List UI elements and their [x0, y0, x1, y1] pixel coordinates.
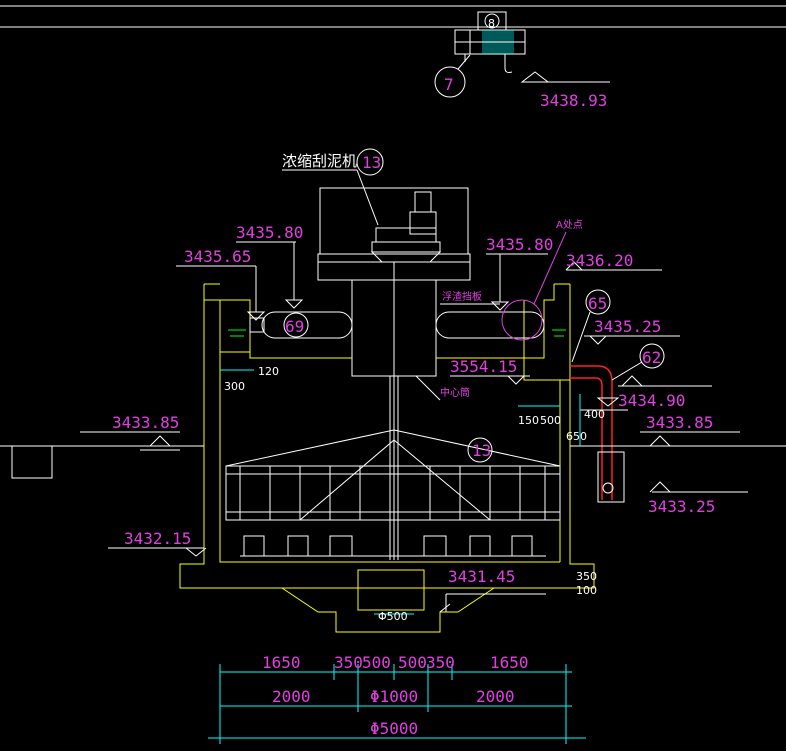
dimension-row-2: 2000 Φ1000 2000 [272, 687, 515, 706]
dim-row2-1: Φ1000 [370, 687, 418, 706]
center-well [351, 262, 437, 560]
elevation-water-right-value: 3435.25 [594, 317, 661, 336]
outlet-pipe [570, 365, 613, 500]
baffle-label: 浮渣挡板 [442, 290, 482, 303]
callout-outlet-number: 65 [588, 294, 607, 313]
dim-650: 650 [566, 430, 587, 443]
elevation-floor[interactable]: 3432.15 [108, 529, 207, 557]
elevation-pipe-level[interactable]: 3434.90 [618, 375, 712, 410]
crane-hook-number: 8 [488, 17, 495, 30]
elevation-top-left-value: 3435.80 [236, 223, 303, 242]
elevation-pit[interactable]: 3431.45 [439, 567, 546, 613]
elevation-ground-right[interactable]: 3433.85 [640, 413, 740, 447]
elevation-top-right[interactable]: 3435.80 [486, 235, 553, 311]
callout-feed-number: 69 [285, 317, 304, 336]
elevation-weir-top-value: 3436.20 [566, 251, 633, 270]
elevation-ground-right-value: 3433.85 [646, 413, 713, 432]
elevation-ground-left-value: 3433.85 [112, 413, 179, 432]
callout-outlet[interactable]: 65 [571, 289, 611, 363]
callout-pipe[interactable]: 62 [611, 343, 665, 381]
callout-rake[interactable]: 13 [467, 437, 493, 463]
dim-total: Φ5000 [370, 719, 418, 738]
dim-row2-0: 2000 [272, 687, 311, 706]
a-point-label: A处点 [556, 219, 583, 231]
pipe-support [580, 397, 628, 503]
dim-100: 100 [576, 584, 597, 597]
elevation-crane-value: 3438.93 [540, 91, 607, 110]
tank-structure [179, 283, 595, 633]
elevation-pipe-bottom[interactable]: 3433.25 [648, 481, 748, 516]
dim-row1-5: 1650 [490, 653, 529, 672]
callout-rake-number: 13 [472, 441, 491, 460]
elevation-crane[interactable]: 3438.93 [520, 71, 610, 110]
elevation-center-bottom-value: 3554.15 [450, 357, 517, 376]
feed-pipe-left [249, 311, 353, 339]
callout-thickener-number: 13 [362, 153, 381, 172]
callout-thickener[interactable]: 13 [282, 148, 384, 226]
dim-500: 500 [540, 414, 561, 427]
water-level-marks [228, 329, 566, 337]
elevation-water-left[interactable]: 3435.65 [176, 247, 266, 321]
ground-left [0, 445, 204, 479]
dim-pit-diameter: Φ500 [378, 610, 408, 623]
dim-row1-2: 500 [362, 653, 391, 672]
crane-hoist[interactable]: 8 [454, 11, 526, 73]
dim-row1-4: 350 [426, 653, 455, 672]
dim-row1-0: 1650 [262, 653, 301, 672]
elevation-pipe-bottom-value: 3433.25 [648, 497, 715, 516]
callout-crane[interactable]: 7 [434, 54, 471, 98]
elevation-top-right-value: 3435.80 [486, 235, 553, 254]
elevation-ground-left[interactable]: 3433.85 [80, 413, 180, 447]
a-point-marker[interactable]: A处点 [501, 219, 583, 341]
feed-pipe-right [435, 311, 545, 339]
rake-arms [225, 429, 561, 521]
dim-150: 150 [518, 414, 539, 427]
dim-row1-1: 350 [334, 653, 363, 672]
dim-row1-3: 500 [398, 653, 427, 672]
elevation-top-left[interactable]: 3435.80 [236, 223, 303, 309]
frame-lines [0, 5, 786, 28]
dimension-chain [208, 664, 586, 744]
callout-pipe-number: 62 [642, 348, 661, 367]
callout-crane-number: 7 [444, 75, 454, 94]
dim-row2-2: 2000 [476, 687, 515, 706]
elevation-pipe-level-value: 3434.90 [618, 391, 685, 410]
elevation-pit-value: 3431.45 [448, 567, 515, 586]
dim-300: 300 [224, 380, 245, 393]
elevation-floor-value: 3432.15 [124, 529, 191, 548]
thickener-label: 浓缩刮泥机 [282, 152, 357, 170]
elevation-water-right[interactable]: 3435.25 [584, 317, 680, 345]
center-well-label: 中心筒 [440, 386, 470, 399]
dimension-row-1: 1650 350 500 500 350 1650 [262, 653, 529, 672]
elevation-water-left-value: 3435.65 [184, 247, 251, 266]
dim-350-vertical: 350 [576, 570, 597, 583]
callout-feed[interactable]: 69 [283, 312, 309, 338]
elevation-weir-top[interactable]: 3436.20 [565, 251, 662, 271]
small-dimensions: 120 300 150 500 400 650 350 100 Φ500 [220, 365, 605, 623]
elevation-center-bottom[interactable]: 3554.15 [450, 357, 530, 385]
dim-120: 120 [258, 365, 279, 378]
dim-400: 400 [584, 408, 605, 421]
scraper-blades [240, 535, 546, 557]
